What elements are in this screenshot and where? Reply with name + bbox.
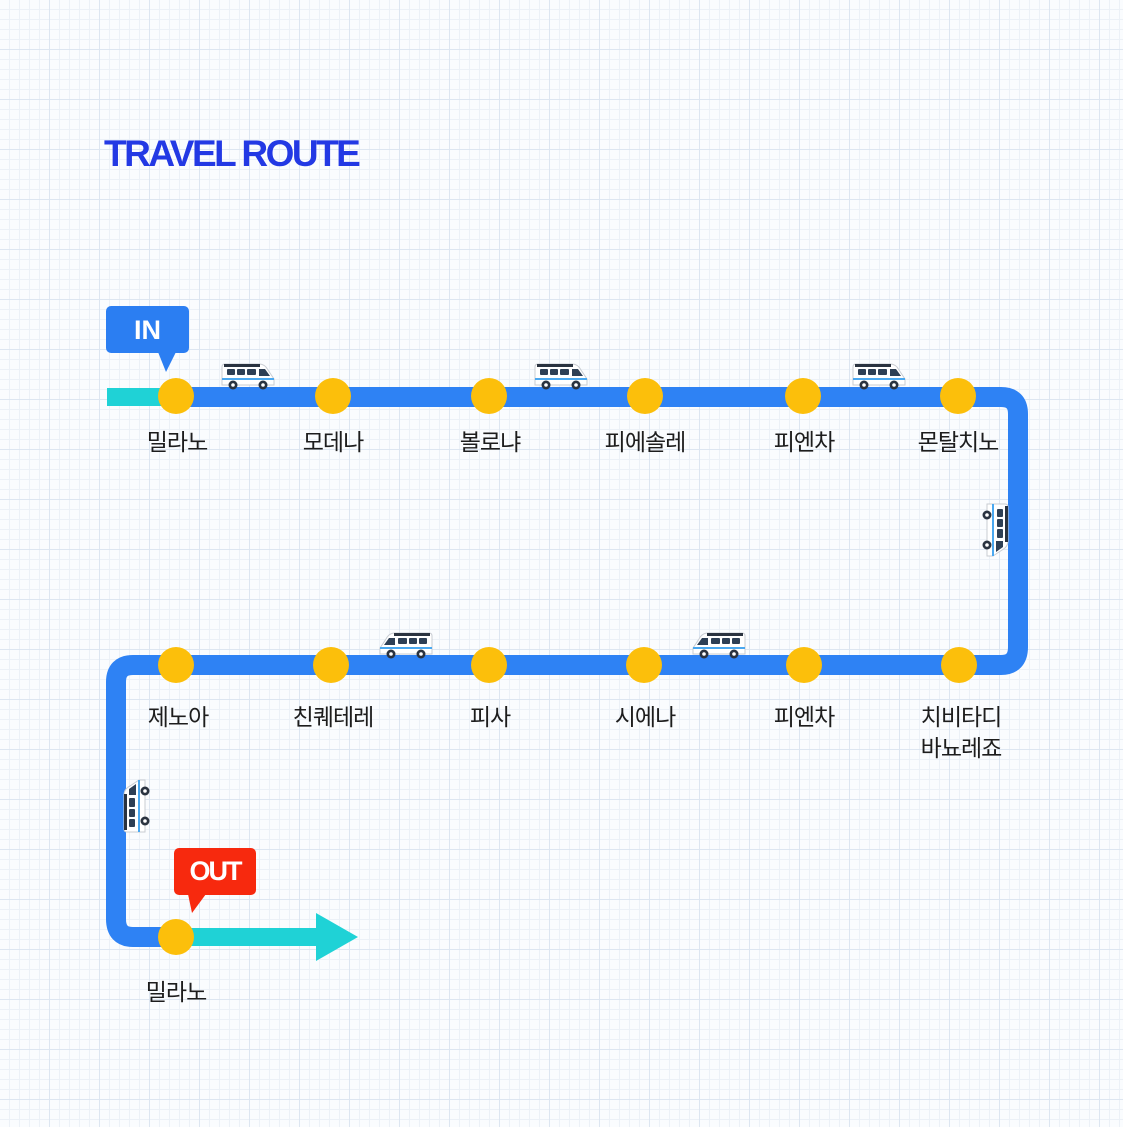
in-tag-label: IN <box>134 315 161 345</box>
van-icon <box>852 363 906 390</box>
stop-dot <box>626 647 662 683</box>
stop-label-pienza-2: 피엔차 <box>773 705 835 731</box>
end-connector <box>177 928 322 946</box>
stop-dot <box>786 647 822 683</box>
stop-label-modena: 모데나 <box>302 430 364 456</box>
stop-dot <box>785 378 821 414</box>
stop-label-bologna: 볼로냐 <box>459 430 521 456</box>
stop-dot <box>941 647 977 683</box>
end-arrowhead <box>316 913 358 961</box>
stop-dot <box>471 647 507 683</box>
stop-dot <box>940 378 976 414</box>
van-icon <box>123 779 150 833</box>
van-icon <box>221 363 275 390</box>
stop-label-pienza-1: 피엔차 <box>773 430 835 456</box>
stop-dot <box>158 378 194 414</box>
stop-label-milano-start: 밀라노 <box>146 430 208 456</box>
stop-label-fiesole: 피에솔레 <box>604 430 687 456</box>
stop-dot <box>315 378 351 414</box>
stop-label-milano-end: 밀라노 <box>145 980 207 1006</box>
van-icon <box>982 503 1009 557</box>
stop-label-pisa: 피사 <box>469 705 511 731</box>
route-line <box>106 387 1028 947</box>
out-tag-label: OUT <box>189 856 243 886</box>
out-tag <box>174 848 256 913</box>
van-icon <box>379 632 433 659</box>
in-tag <box>106 306 189 372</box>
stop-label-montalcino: 몬탈치노 <box>917 430 1000 456</box>
stop-dot <box>627 378 663 414</box>
stop-label-siena: 시에나 <box>614 705 676 731</box>
stop-label-civita: 치비타디 바뇨레죠 <box>920 705 1003 762</box>
page-title: TRAVEL ROUTE <box>104 133 361 174</box>
stop-dot <box>158 647 194 683</box>
stop-label-cinque-terre: 친퀘테레 <box>292 705 375 731</box>
stop-label-genova: 제노아 <box>147 705 209 731</box>
stop-dot <box>158 919 194 955</box>
van-icon <box>534 363 588 390</box>
stop-dot <box>471 378 507 414</box>
van-icon <box>692 632 746 659</box>
stop-dot <box>313 647 349 683</box>
